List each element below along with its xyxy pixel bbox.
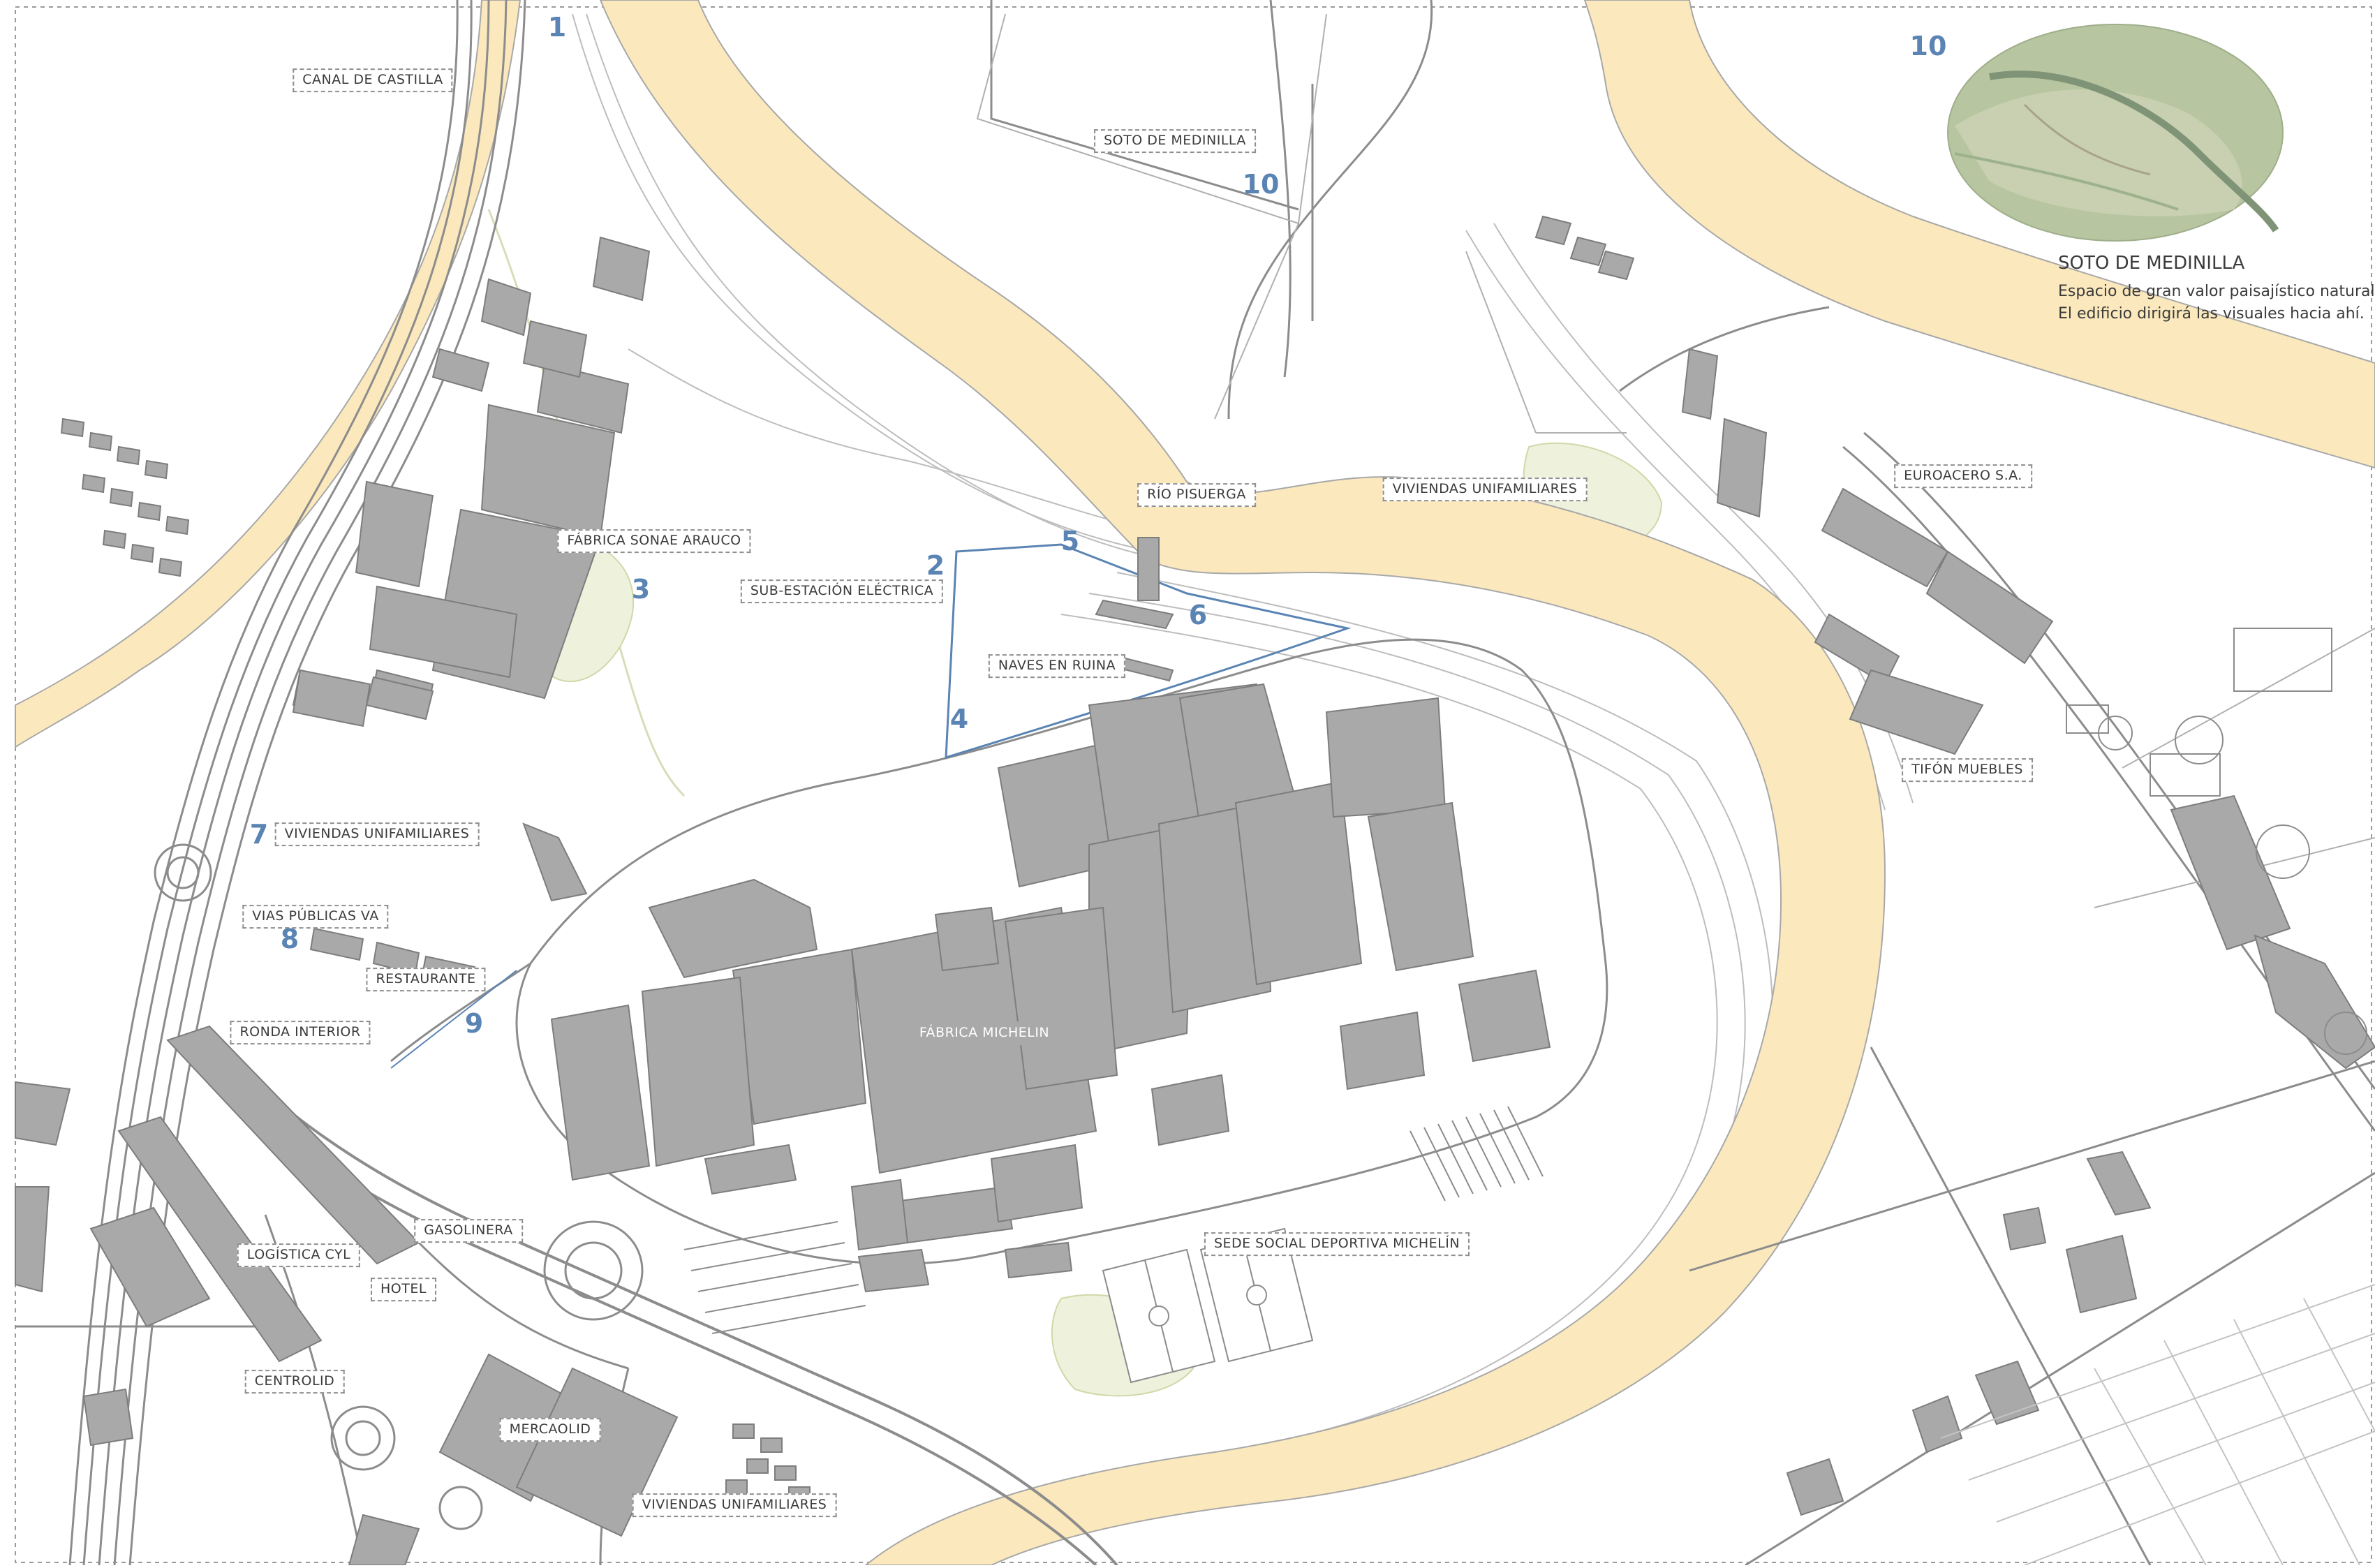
canal-de-castilla xyxy=(15,0,521,748)
marker-7: 7 xyxy=(249,819,269,850)
south-houses xyxy=(725,1423,811,1502)
label-mercaolid: MERCAOLID xyxy=(499,1418,601,1442)
northeast-houses xyxy=(1534,215,1635,281)
label-sub-estacion-electrica: SUB-ESTACIÓN ELÉCTRICA xyxy=(740,579,944,603)
label-tifon-muebles: TIFÓN MUEBLES xyxy=(1902,758,2033,782)
label-viviendas-unifamiliares-ne: VIVIENDAS UNIFAMILIARES xyxy=(1382,478,1588,501)
northwest-houses xyxy=(60,417,190,577)
marker-2: 2 xyxy=(926,550,945,581)
soto-medinilla-note: SOTO DE MEDINILLA Espacio de gran valor … xyxy=(2058,253,2375,325)
marker-3: 3 xyxy=(631,574,651,605)
label-restaurante: RESTAURANTE xyxy=(366,968,486,991)
substation-boundary xyxy=(945,543,1352,760)
label-viviendas-unifamiliares-w: VIVIENDAS UNIFAMILIARES xyxy=(274,822,480,846)
marker-8: 8 xyxy=(280,924,299,954)
southeast-grid xyxy=(1940,1284,2375,1566)
label-soto-de-medinilla: SOTO DE MEDINILLA xyxy=(1094,129,1256,153)
fabrica-sonae-buildings xyxy=(292,236,651,720)
label-sede-social-deportiva: SEDE SOCIAL DEPORTIVA MICHELÍN xyxy=(1204,1232,1470,1256)
label-ronda-interior: RONDA INTERIOR xyxy=(230,1021,371,1044)
note-line-1: Espacio de gran valor paisajístico natur… xyxy=(2058,283,2375,300)
label-rio-pisuerga: RÍO PISUERGA xyxy=(1137,483,1256,507)
roundabouts xyxy=(154,843,644,1530)
label-centrolid: CENTROLID xyxy=(244,1370,345,1393)
marker-9: 9 xyxy=(464,1008,484,1039)
label-canal-de-castilla: CANAL DE CASTILLA xyxy=(293,68,453,92)
label-vias-publicas: VIAS PÚBLICAS VA xyxy=(242,905,389,929)
map-frame xyxy=(15,6,2372,1563)
marker-10-map: 10 xyxy=(1242,169,1280,200)
note-line-2: El edificio dirigirá las visuales hacia … xyxy=(2058,304,2365,323)
label-viviendas-unifamiliares-s: VIVIENDAS UNIFAMILIARES xyxy=(632,1493,837,1517)
marker-6: 6 xyxy=(1188,600,1208,630)
east-industrial-buildings xyxy=(1681,348,2375,1516)
fabrica-michelin-buildings xyxy=(550,683,1551,1293)
sports-fields xyxy=(1102,1227,1314,1384)
marker-5: 5 xyxy=(1060,526,1080,556)
note-title: SOTO DE MEDINILLA xyxy=(2058,253,2245,274)
west-central-buildings xyxy=(292,669,588,986)
label-fabrica-michelin: FÁBRICA MICHELIN xyxy=(909,1021,1060,1045)
label-fabrica-sonae-arauco: FÁBRICA SONAE ARAUCO xyxy=(557,529,751,553)
soto-medinilla-aerial-photo xyxy=(1947,24,2284,242)
label-logistica-cyl: LOGÍSTICA CYL xyxy=(237,1243,361,1267)
label-naves-en-ruina: NAVES EN RUINA xyxy=(988,654,1126,678)
label-euroacero: EUROACERO S.A. xyxy=(1894,464,2032,488)
treatment-tanks xyxy=(2066,628,2367,1055)
parking-rows xyxy=(683,1106,1544,1334)
marker-1: 1 xyxy=(547,12,567,43)
label-hotel: HOTEL xyxy=(371,1278,436,1301)
marker-10-photo: 10 xyxy=(1909,31,1947,61)
service-road xyxy=(390,970,517,1069)
label-gasolinera: GASOLINERA xyxy=(414,1219,523,1243)
buildings xyxy=(15,215,2375,1566)
marker-4: 4 xyxy=(949,704,969,734)
